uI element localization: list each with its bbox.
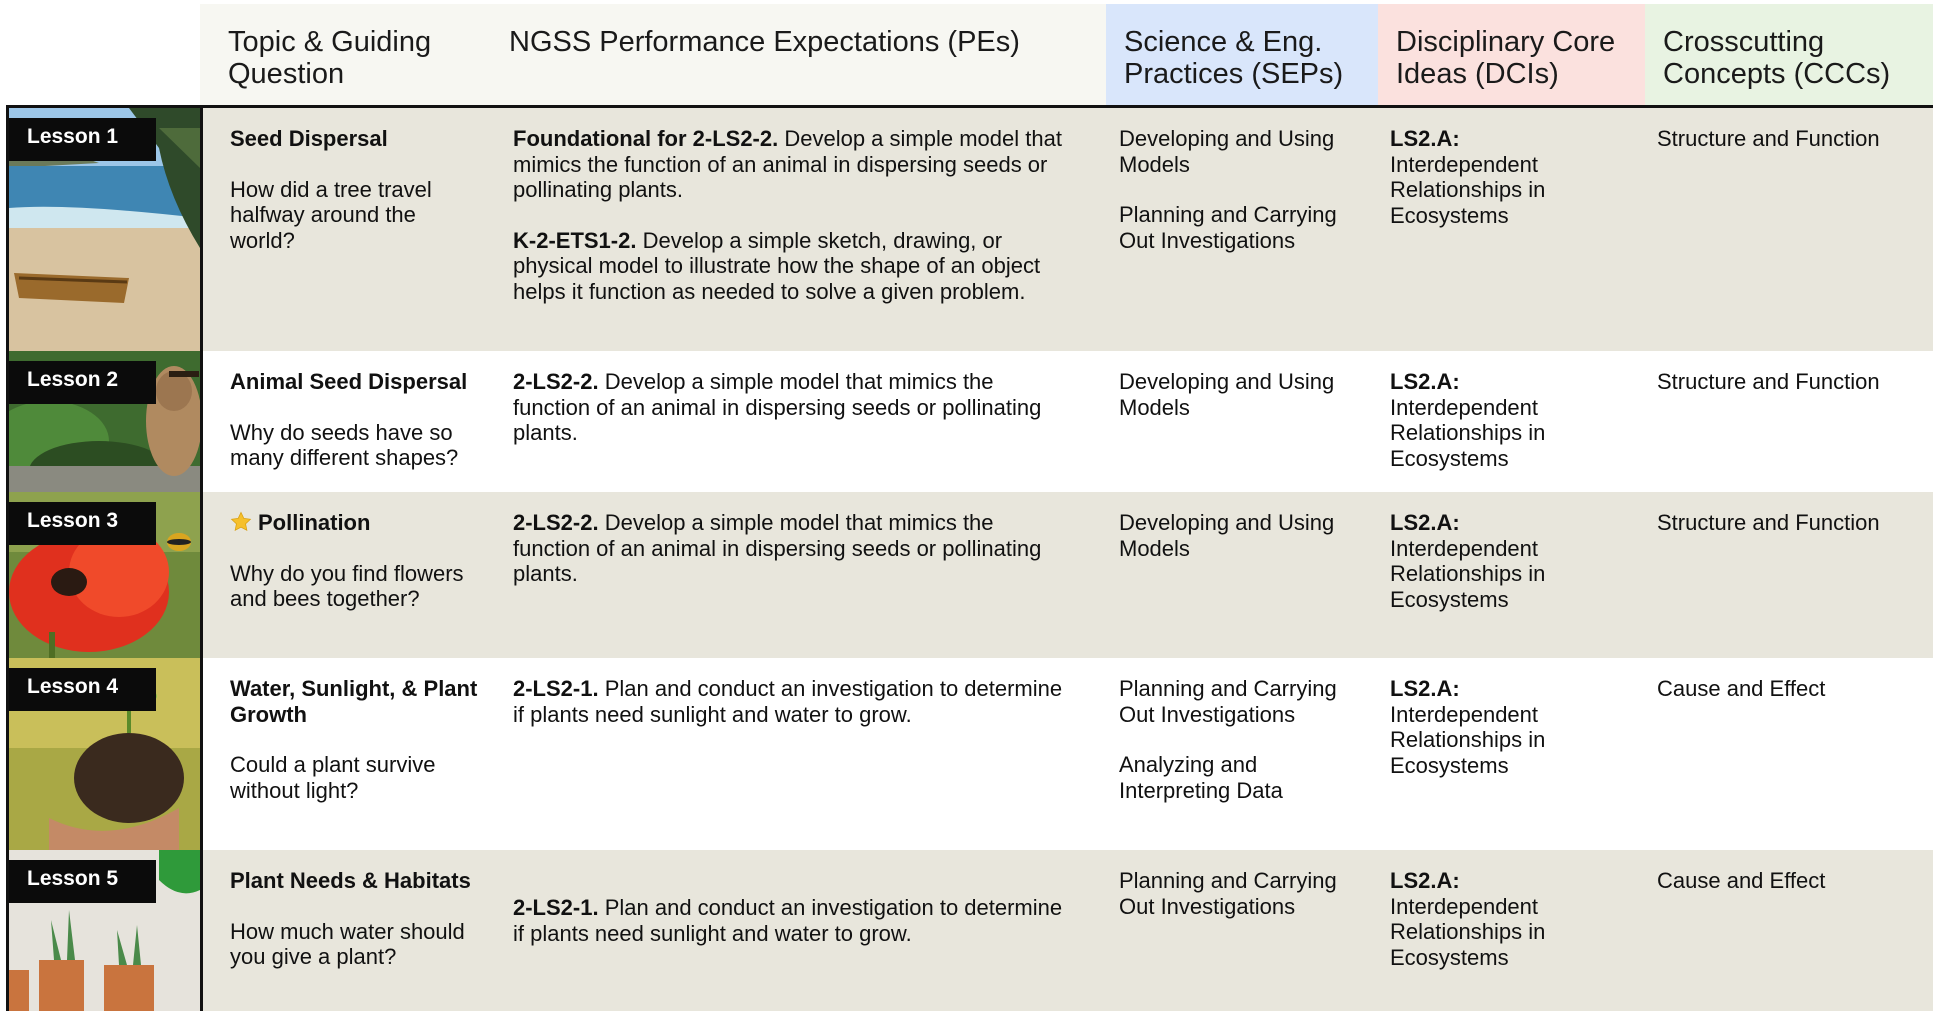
- pe-text: Develop a simple model that mimics the f…: [513, 510, 1042, 586]
- pe-cell: 2-LS2-1. Plan and conduct an investigati…: [494, 850, 1100, 1011]
- dci-text: Interdependent Relationships in Ecosyste…: [1390, 535, 1546, 612]
- pe-text: Plan and conduct an investigation to det…: [513, 895, 1063, 946]
- guiding-question: How much water should you give a plant?: [230, 918, 465, 970]
- lesson-tag: Lesson 1: [9, 118, 156, 161]
- topic-cell: Pollination Why do you find flowers and …: [203, 492, 494, 658]
- table-row: Lesson 1 Seed Dispersal How did a tree t…: [9, 108, 1933, 351]
- sep-cell: Developing and Using Models: [1100, 351, 1372, 492]
- sep-item: Analyzing and Interpreting Data: [1119, 752, 1283, 803]
- pe-cell: 2-LS2-2. Develop a simple model that mim…: [494, 492, 1100, 658]
- guiding-question: Why do you find flowers and bees togethe…: [230, 560, 464, 612]
- dci-cell: LS2.A: Interdependent Relationships in E…: [1372, 658, 1639, 850]
- dci-code: LS2.A:: [1390, 868, 1460, 893]
- lesson-5-image: Lesson 5: [9, 850, 203, 1011]
- topic-cell: Water, Sunlight, & Plant Growth Could a …: [203, 658, 494, 850]
- dci-text: Interdependent Relationships in Ecosyste…: [1390, 151, 1546, 228]
- sep-cell: Planning and Carrying Out Investigations: [1100, 850, 1372, 1011]
- header-sep: Science & Eng. Practices (SEPs): [1106, 4, 1378, 106]
- pe-code: 2-LS2-1.: [513, 895, 599, 920]
- sep-item: Developing and Using Models: [1119, 126, 1335, 177]
- dci-cell: LS2.A: Interdependent Relationships in E…: [1372, 492, 1639, 658]
- ccc-cell: Cause and Effect: [1657, 676, 1826, 701]
- dci-code: LS2.A:: [1390, 369, 1460, 394]
- header-pe: NGSS Performance Expectations (PEs): [490, 4, 1106, 106]
- sep-cell: Developing and Using Models Planning and…: [1100, 108, 1372, 351]
- pe-code: 2-LS2-2.: [513, 510, 599, 535]
- lesson-4-image: Lesson 4: [9, 658, 203, 850]
- table-row: Lesson 3 Pollination Why do you find flo…: [9, 492, 1933, 658]
- lesson-3-image: Lesson 3: [9, 492, 203, 658]
- pe-text: Develop a simple model that mimics the f…: [513, 369, 1042, 445]
- pe-code: K-2-ETS1-2.: [513, 227, 637, 253]
- lesson-1-image: Lesson 1: [9, 108, 203, 351]
- pe-item: 2-LS2-1. Plan and conduct an investigati…: [513, 895, 1070, 946]
- topic-cell: Plant Needs & Habitats How much water sh…: [203, 850, 494, 1011]
- pe-item: K-2-ETS1-2. Develop a simple sketch, dra…: [513, 228, 1070, 305]
- topic-title: Seed Dispersal: [230, 126, 388, 151]
- lesson-tag: Lesson 3: [9, 502, 156, 545]
- dci-text: Interdependent Relationships in Ecosyste…: [1390, 394, 1546, 471]
- dci-text: Interdependent Relationships in Ecosyste…: [1390, 701, 1546, 778]
- topic-title-text: Pollination: [258, 510, 371, 535]
- sep-item: Planning and Carrying Out Investigations: [1119, 868, 1337, 919]
- ccc-cell: Structure and Function: [1657, 510, 1880, 535]
- pe-cell: 2-LS2-2. Develop a simple model that mim…: [494, 351, 1100, 492]
- table-row: Lesson 5 Plant Needs & Habitats How much…: [9, 850, 1933, 1011]
- ccc-cell: Structure and Function: [1657, 369, 1880, 394]
- topic-title: Animal Seed Dispersal: [230, 369, 468, 394]
- dci-code: LS2.A:: [1390, 676, 1460, 701]
- dci-code: LS2.A:: [1390, 510, 1460, 535]
- topic-cell: Seed Dispersal How did a tree travel hal…: [203, 108, 494, 351]
- sep-cell: Planning and Carrying Out Investigations…: [1100, 658, 1372, 850]
- sep-item: Developing and Using Models: [1119, 510, 1335, 561]
- table-row: Lesson 4 Water, Sunlight, & Plant Growth…: [9, 658, 1933, 850]
- sep-item: Planning and Carrying Out Investigations: [1119, 202, 1337, 253]
- lesson-tag: Lesson 4: [9, 668, 156, 711]
- header-ccc: Crosscutting Concepts (CCCs): [1645, 4, 1933, 106]
- lesson-2-image: Lesson 2: [9, 351, 203, 492]
- pe-text: Plan and conduct an investigation to det…: [513, 676, 1063, 727]
- topic-title: Water, Sunlight, & Plant Growth: [230, 676, 478, 727]
- lesson-tag: Lesson 2: [9, 361, 156, 404]
- guiding-question: How did a tree travel halfway around the…: [230, 176, 432, 253]
- dci-text: Interdependent Relationships in Ecosyste…: [1390, 893, 1546, 970]
- header-dci: Disciplinary Core Ideas (DCIs): [1378, 4, 1645, 106]
- topic-cell: Animal Seed Dispersal Why do seeds have …: [203, 351, 494, 492]
- lesson-tag: Lesson 5: [9, 860, 156, 903]
- guiding-question: Why do seeds have so many different shap…: [230, 419, 459, 471]
- guiding-question: Could a plant survive without light?: [230, 752, 436, 803]
- sep-item: Developing and Using Models: [1119, 369, 1335, 420]
- pe-cell: Foundational for 2-LS2-2. Develop a simp…: [494, 108, 1100, 351]
- star-icon: [230, 511, 252, 532]
- dci-cell: LS2.A: Interdependent Relationships in E…: [1372, 351, 1639, 492]
- header-topic: Topic & Guiding Question: [200, 4, 490, 106]
- dci-cell: LS2.A: Interdependent Relationships in E…: [1372, 108, 1639, 351]
- pe-item: Foundational for 2-LS2-2. Develop a simp…: [513, 126, 1070, 203]
- table-row: Lesson 2 Animal Seed Dispersal Why do se…: [9, 351, 1933, 492]
- ccc-cell: Structure and Function: [1657, 126, 1880, 151]
- dci-code: LS2.A:: [1390, 126, 1460, 151]
- pe-text: Develop a simple model that mimics the f…: [513, 126, 1062, 202]
- dci-cell: LS2.A: Interdependent Relationships in E…: [1372, 850, 1639, 1011]
- pe-item: 2-LS2-1. Plan and conduct an investigati…: [513, 676, 1070, 727]
- pe-code: Foundational for 2-LS2-2.: [513, 126, 779, 151]
- pe-text: Develop a simple sketch, drawing, or phy…: [513, 227, 1041, 304]
- pe-cell: 2-LS2-1. Plan and conduct an investigati…: [494, 658, 1100, 850]
- table-header: Topic & Guiding Question NGSS Performanc…: [200, 4, 1933, 106]
- sep-cell: Developing and Using Models: [1100, 492, 1372, 658]
- topic-title: Plant Needs & Habitats: [230, 868, 471, 893]
- topic-title: Pollination: [230, 510, 486, 536]
- pe-code: 2-LS2-1.: [513, 676, 599, 701]
- table-body: Lesson 1 Seed Dispersal How did a tree t…: [6, 105, 1933, 1011]
- pe-item: 2-LS2-2. Develop a simple model that mim…: [513, 369, 1070, 446]
- ccc-cell: Cause and Effect: [1657, 868, 1826, 893]
- sep-item: Planning and Carrying Out Investigations: [1119, 676, 1337, 727]
- pe-item: 2-LS2-2. Develop a simple model that mim…: [513, 510, 1070, 587]
- pe-code: 2-LS2-2.: [513, 369, 599, 394]
